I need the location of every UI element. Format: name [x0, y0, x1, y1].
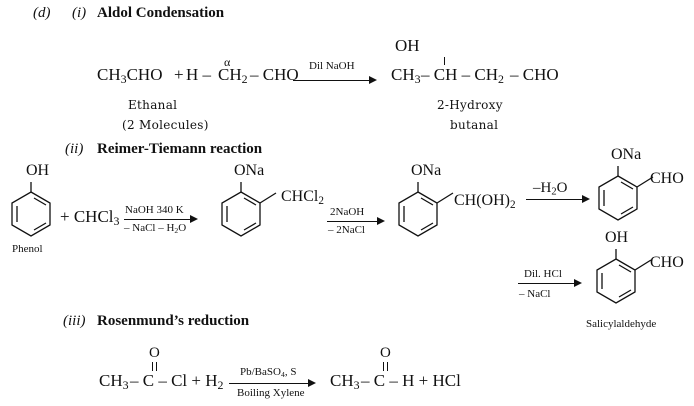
reactant-name-ethanal: Ethanal — [128, 98, 178, 112]
alpha-marker: α — [224, 55, 231, 69]
int2-ch-oh2: CH(OH)2 — [454, 192, 516, 211]
product-name-line-2: butanal — [450, 118, 499, 132]
step4-reagent: Dil. HCl — [524, 268, 562, 280]
step4-byproduct: – NaCl — [519, 288, 551, 300]
step2-arrow — [327, 217, 385, 225]
aldol-reactant-1: CH3CHO — [97, 65, 163, 86]
int2-ona: ONa — [411, 162, 442, 179]
rosenmund-product-o: O — [380, 345, 391, 361]
part-iii-number: (iii) — [63, 313, 86, 329]
part-i-number: (i) — [72, 5, 87, 21]
step1-reagent: NaOH 340 K — [125, 204, 184, 216]
section-label: (d) — [33, 5, 51, 21]
rosenmund-reactant-ch3: CH3 — [99, 371, 129, 392]
step2-byproduct: – 2NaCl — [328, 224, 365, 236]
int1-ona: ONa — [234, 162, 265, 179]
int1-chcl2: CHCl2 — [281, 188, 324, 207]
part-i-title: Aldol Condensation — [97, 5, 225, 21]
step3-reagent: –H2O — [533, 180, 568, 198]
aldol-reactant-2-ch2: CH2 — [218, 65, 248, 86]
int2-benzene-ring — [398, 182, 454, 237]
step4-arrow — [518, 279, 582, 287]
int3-benzene-ring — [598, 166, 654, 221]
aldol-plus: + — [174, 65, 184, 84]
aldol-product-ch3: CH3 — [391, 65, 421, 86]
rosenmund-reagent: Pb/BaSO4, S — [240, 366, 297, 379]
aldol-reactant-2-suffix: – CHO — [250, 65, 299, 84]
step3-arrow — [526, 195, 590, 203]
rosenmund-product-rest: – C – H + HCl — [361, 371, 461, 390]
aldol-oh-bond — [444, 57, 445, 65]
step2-reagent: 2NaOH — [330, 206, 365, 218]
aldol-reagent: Dil NaOH — [309, 60, 355, 72]
phenol-benzene-ring — [11, 182, 51, 237]
rosenmund-reactant-o: O — [149, 345, 160, 361]
step1-byproduct: – NaCl – H2O — [124, 222, 187, 235]
salicyl-cho: CHO — [650, 254, 684, 271]
int3-cho: CHO — [650, 170, 684, 187]
int3-ona: ONa — [611, 146, 642, 163]
salicylaldehyde-label: Salicylaldehyde — [586, 318, 657, 330]
product-name-line-1: 2-Hydroxy — [437, 98, 503, 112]
rosenmund-arrow — [229, 379, 316, 387]
rosenmund-reactant-rest: – C – Cl + H2 — [130, 371, 224, 392]
int1-benzene-ring — [221, 182, 277, 237]
reactant-note: (2 Molecules) — [122, 118, 209, 132]
aldol-reactant-2-prefix: H – — [186, 65, 212, 84]
salicyl-oh: OH — [605, 229, 629, 246]
chcl3-reactant: + CHCl3 — [60, 207, 120, 228]
step1-arrow — [124, 215, 198, 223]
part-ii-number: (ii) — [65, 141, 84, 157]
aldol-product-cho: – CHO — [510, 65, 559, 84]
phenol-oh: OH — [26, 162, 50, 179]
aldol-reaction-arrow — [293, 76, 377, 84]
rosenmund-product-ch3: CH3 — [330, 371, 360, 392]
rosenmund-product-double-bond — [383, 362, 388, 371]
aldol-product-chain: – CH – CH2 — [421, 65, 504, 86]
part-iii-title: Rosenmund’s reduction — [97, 313, 250, 329]
rosenmund-solvent: Boiling Xylene — [237, 387, 305, 399]
part-ii-title: Reimer-Tiemann reaction — [97, 141, 263, 157]
phenol-label: Phenol — [12, 243, 43, 255]
aldol-product-oh: OH — [395, 36, 420, 55]
rosenmund-reactant-double-bond — [152, 362, 157, 371]
salicyl-benzene-ring — [596, 249, 652, 304]
